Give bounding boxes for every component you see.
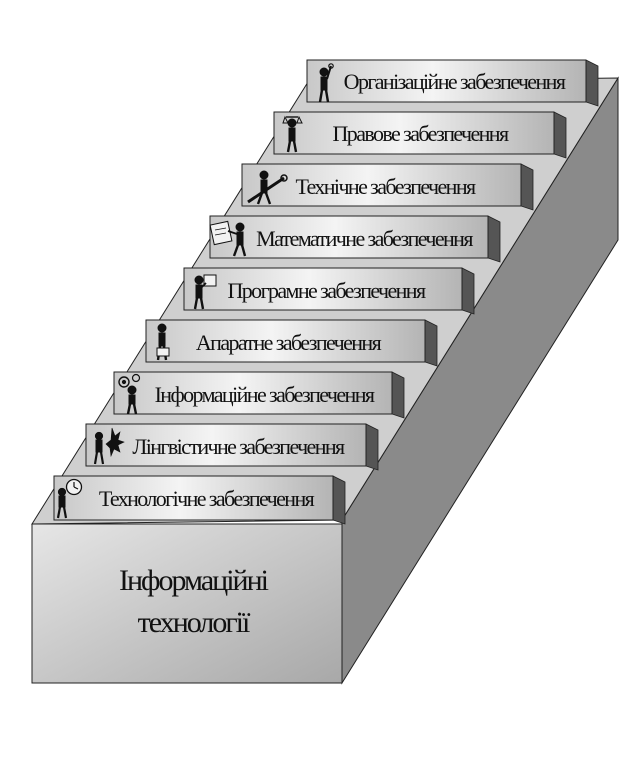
base-title-line1: Інформаційні (119, 564, 269, 597)
step-label: Апаратне забезпечення (196, 330, 382, 355)
figure-with-dialog-icon (93, 427, 125, 465)
figure-with-gears-icon (118, 373, 141, 415)
step-shadow (461, 267, 475, 315)
step-technical: Технічне забезпечення (241, 163, 534, 211)
step-shadow (365, 423, 379, 471)
figure-with-scales-icon (282, 115, 303, 153)
figure-with-wrench-icon (247, 170, 288, 205)
step-label: Програмне забезпечення (227, 278, 425, 303)
step-label: Технічне забезпечення (295, 174, 476, 199)
step-label: Технологічне забезпечення (99, 486, 315, 511)
step-shadow (553, 111, 567, 159)
step-software: Програмне забезпечення (183, 267, 475, 315)
figure-with-device-icon (156, 323, 170, 361)
step-legal: Правове забезпечення (273, 111, 567, 159)
step-card (306, 59, 587, 103)
step-card (241, 163, 522, 207)
step-shadow (585, 59, 599, 107)
step-linguistic: Лінгвістичне забезпечення (85, 423, 379, 471)
step-label: Інформаційне забезпечення (155, 382, 375, 407)
step-shadow (391, 371, 405, 419)
step-shadow (424, 319, 438, 367)
step-card (85, 423, 367, 467)
step-card (53, 475, 334, 521)
step-informational: Інформаційне забезпечення (113, 371, 405, 419)
step-shadow (487, 215, 501, 263)
step-technological: Технологічне забезпечення (53, 475, 346, 525)
figure-with-sign-icon (193, 274, 217, 310)
step-card (113, 371, 393, 415)
base-title-line2: технології (138, 606, 251, 639)
step-shadow (520, 163, 534, 211)
step-card (145, 319, 426, 363)
figure-with-clock-icon (56, 478, 83, 519)
block-front-face (31, 523, 343, 684)
step-card (273, 111, 555, 155)
step-card (183, 267, 463, 311)
step-card (209, 215, 489, 259)
figure-with-formula-board-icon (209, 220, 247, 257)
step-label: Правове забезпечення (333, 121, 509, 146)
figure-with-raised-hand-icon (318, 63, 334, 103)
step-label: Математичне забезпечення (256, 226, 473, 251)
step-hardware: Апаратне забезпечення (145, 319, 438, 367)
step-label: Організаційне забезпечення (344, 69, 566, 94)
step-mathematical: Математичне забезпечення (209, 215, 501, 263)
step-shadow (332, 475, 346, 525)
step-label: Лінгвістичне забезпечення (132, 434, 345, 459)
step-organizational: Організаційне забезпечення (306, 59, 599, 107)
